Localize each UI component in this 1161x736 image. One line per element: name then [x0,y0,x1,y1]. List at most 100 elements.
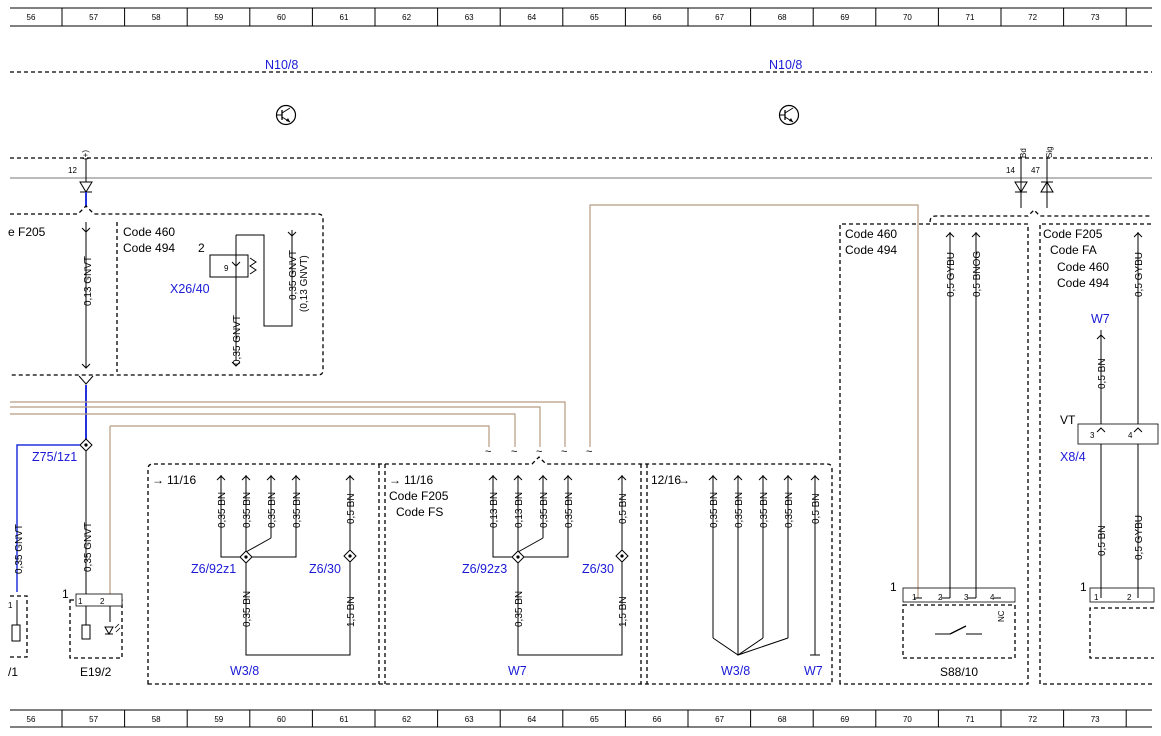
wire-label: 0,13 BN [514,492,525,528]
s88-pin-2: 2 [938,593,943,602]
e19-pin-2-small: 2 [100,597,105,606]
z6-92z1-label: Z6/92z1 [191,562,236,576]
bottom-grid-number: 73 [1091,715,1100,724]
section3-marks [708,475,820,481]
section1-wires [220,475,351,656]
wire-label: 0,35 BN [734,492,745,528]
splice-z6-92z1 [239,550,253,564]
wire-label: 0,5 BN [1097,525,1108,556]
upper-left-frame [10,205,324,376]
section-11-16-a: 11/16 [167,473,196,487]
top-grid-number: 57 [89,13,98,22]
connector-pin-14 [1014,158,1028,208]
svg-text:~: ~ [561,446,567,458]
vt-label: VT [1060,413,1076,427]
x8-4-connector [1077,423,1159,445]
connector-pin-47 [1040,158,1054,208]
wire-label: 0,35 GNVT [232,315,243,365]
w7-label: W7 [508,664,527,678]
bottom-grid-number: 57 [89,715,98,724]
top-grid-number: 60 [277,13,286,22]
s88-wires [945,232,981,598]
connector-pin-12 [79,158,93,193]
top-grid-number: 63 [465,13,474,22]
top-grid-number: 71 [966,13,975,22]
bottom-grid-number: 60 [277,715,286,724]
code-f205-label: Code F205 [389,489,449,503]
top-grid-number: 67 [715,13,724,22]
wire-label: 1,5 BN [618,596,629,627]
wire-label: 0,13 BN [489,492,500,528]
top-grid-number: 69 [840,13,849,22]
w3-8-label: W3/8 [721,664,750,678]
lower-frame [147,456,833,685]
bottom-grid-number: 72 [1028,715,1037,724]
bottom-grid-number: 71 [966,715,975,724]
e19-pin-1-label: 1 [62,587,69,601]
s88-pin-3: 3 [964,593,969,602]
x8-pin-3: 3 [1090,431,1095,440]
svg-text:~: ~ [586,446,592,458]
wire-label: 0,35 BN [267,492,278,528]
bottom-grid-number: 67 [715,715,724,724]
code-460-label: Code 460 [845,227,897,241]
bottom-grid-number: 65 [590,715,599,724]
top-grid-number: 72 [1028,13,1037,22]
splice-z6-92z3 [511,550,525,564]
wire-label: 0,35 BN [242,492,253,528]
s88-pin-1: 1 [912,593,917,602]
bottom-grid-number: 59 [214,715,223,724]
code-f205-label: Code F205 [1043,227,1103,241]
wire-label: 0,35 BN [217,492,228,528]
pin-12-label: 12 [68,166,77,175]
tan-wires [10,204,919,605]
wire-label: 0,35 BN [242,591,253,627]
wire-label: 0,35 BN [292,492,303,528]
bottom-grid [10,709,1152,728]
code-494-label: Code 494 [123,241,175,255]
bottom-grid-number: 69 [840,715,849,724]
transistor-icon [275,104,297,126]
top-grid-number: 70 [903,13,912,22]
wire-0-13-gnvt [81,222,91,369]
wire-label: 0,5 GYBU [1134,515,1145,560]
section1-marks [216,475,355,481]
s88-10-label: S88/10 [940,665,978,679]
code-fa-label: Code FA [1050,243,1097,257]
x26-40-label: X26/40 [170,282,210,296]
section2-wires [492,475,623,656]
section-arrow: → [152,473,164,487]
e19-2-label: E19/2 [80,665,112,679]
ecu-label-right: N10/8 [769,58,802,72]
top-grid-number: 64 [527,13,536,22]
code-494-label: Code 494 [845,243,897,257]
wire-label: 0,5 BN [1097,358,1108,389]
left-component-label: /1 [8,665,18,679]
splice-z6-30-a [343,549,357,563]
bottom-grid-number: 64 [527,715,536,724]
e19-2-component [69,593,123,659]
section-12-16: 12/16 [651,473,681,487]
wire-label: 0,35 GNVT [288,250,299,300]
top-grid-number: 61 [340,13,349,22]
x8-pin-4: 4 [1128,431,1133,440]
wire-break-marks: ~ ~ ~ ~ ~ [485,446,592,458]
wire-label: 0,35 BN [709,492,720,528]
wire-label: 0,5 BN [346,493,357,524]
top-grid-number: 73 [1091,13,1100,22]
s88-10-switch [902,587,1016,659]
code-f205-label-partial: e F205 [8,225,46,239]
right-wires [1096,232,1143,598]
right-component-partial [1089,587,1155,659]
wire-label: 0,5 BN [618,493,629,524]
wire-label: (0,13 GNVT) [299,255,310,312]
left-component-partial [10,595,28,658]
transistor-icon [778,104,800,126]
z6-92z3-label: Z6/92z3 [462,562,507,576]
wire-label: 0,35 GNVT [83,522,94,572]
splice-z6-30-b [615,549,629,563]
wire-label: 0,35 BN [759,492,770,528]
wire-label: 1,5 BN [346,596,357,627]
s88-pin-4: 4 [990,593,995,602]
